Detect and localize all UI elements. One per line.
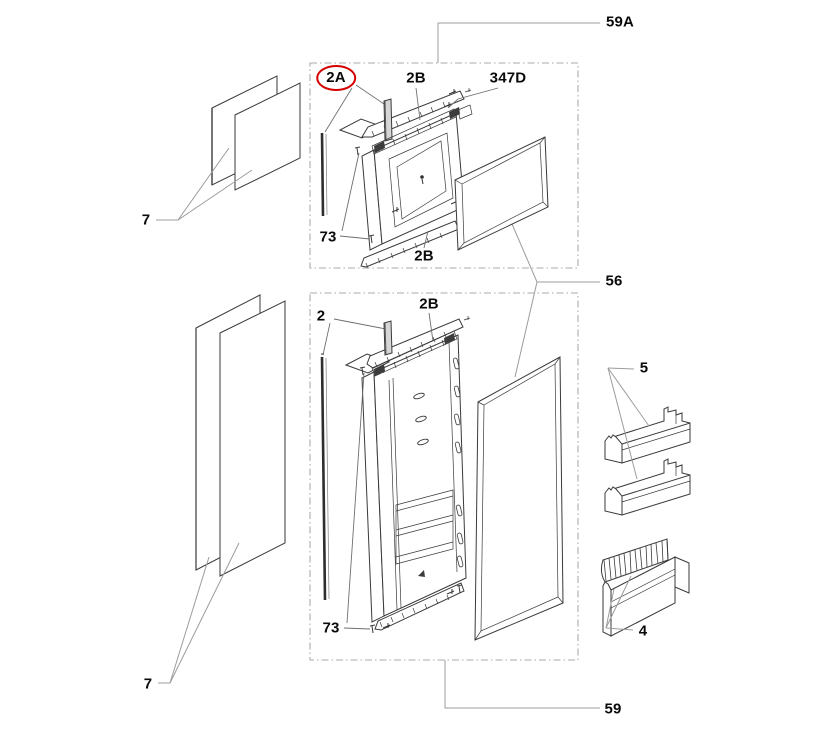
part-label-7-upper[interactable]: 7: [141, 211, 151, 229]
lower-trim-leader: [322, 318, 387, 356]
part-label-2a-highlighted[interactable]: 2A: [316, 65, 356, 91]
bottle-shelf-leader: [605, 575, 634, 631]
upper-fixing-screws-drawing: [339, 146, 375, 244]
upper-assembly-box: [309, 62, 579, 269]
part-label-2[interactable]: 2: [316, 307, 326, 325]
upper-trim-strip-drawing: [320, 84, 385, 217]
upper-screw-kit-drawing: [443, 87, 499, 120]
part-label-2b-upper-top[interactable]: 2B: [406, 69, 426, 87]
part-label-4[interactable]: 4: [638, 622, 648, 640]
upper-trim-leader: [324, 84, 385, 133]
door-slot-column: [452, 357, 464, 568]
part-label-2b-lower-top[interactable]: 2B: [419, 295, 439, 313]
lower-door-panels-drawing: [158, 294, 286, 684]
lower-gasket-drawing: [474, 356, 564, 641]
lower-panels-leader: [158, 542, 240, 684]
fridge-door-drawing: [361, 330, 467, 623]
part-label-73-upper[interactable]: 73: [319, 228, 337, 246]
bottle-shelf-drawing: [600, 538, 690, 637]
door-shelves-leader: [607, 367, 650, 480]
door-shelves-drawing: [604, 367, 691, 516]
upper-gasket-drawing: [454, 136, 549, 251]
part-label-59a[interactable]: 59A: [605, 13, 635, 31]
freezer-icon: [420, 175, 424, 185]
part-label-7-lower[interactable]: 7: [143, 675, 153, 693]
door-oval-buttons: [413, 392, 429, 446]
upper-door-panels-drawing: [156, 75, 301, 221]
upper-panels-leader: [156, 147, 253, 221]
part-label-73-lower[interactable]: 73: [322, 619, 340, 637]
upper-hinge-pin-drawing: [383, 98, 393, 142]
lower-bottom-rail-drawing: [374, 582, 465, 631]
part-label-2b-upper-bottom[interactable]: 2B: [414, 247, 434, 265]
part-label-59[interactable]: 59: [604, 700, 622, 718]
door-lower-recess: [395, 489, 454, 565]
connector-lines: [437, 22, 600, 709]
lower-assembly-box: [309, 292, 579, 661]
part-label-56[interactable]: 56: [605, 272, 623, 290]
lower-hinge-pin-drawing: [383, 320, 393, 356]
lower-fixing-screws-drawing: [343, 366, 391, 634]
part-label-5[interactable]: 5: [639, 359, 649, 377]
part-label-347d[interactable]: 347D: [489, 69, 527, 87]
lower-trim-strip-drawing: [320, 318, 387, 601]
lower-top-rail-drawing: [344, 312, 471, 374]
